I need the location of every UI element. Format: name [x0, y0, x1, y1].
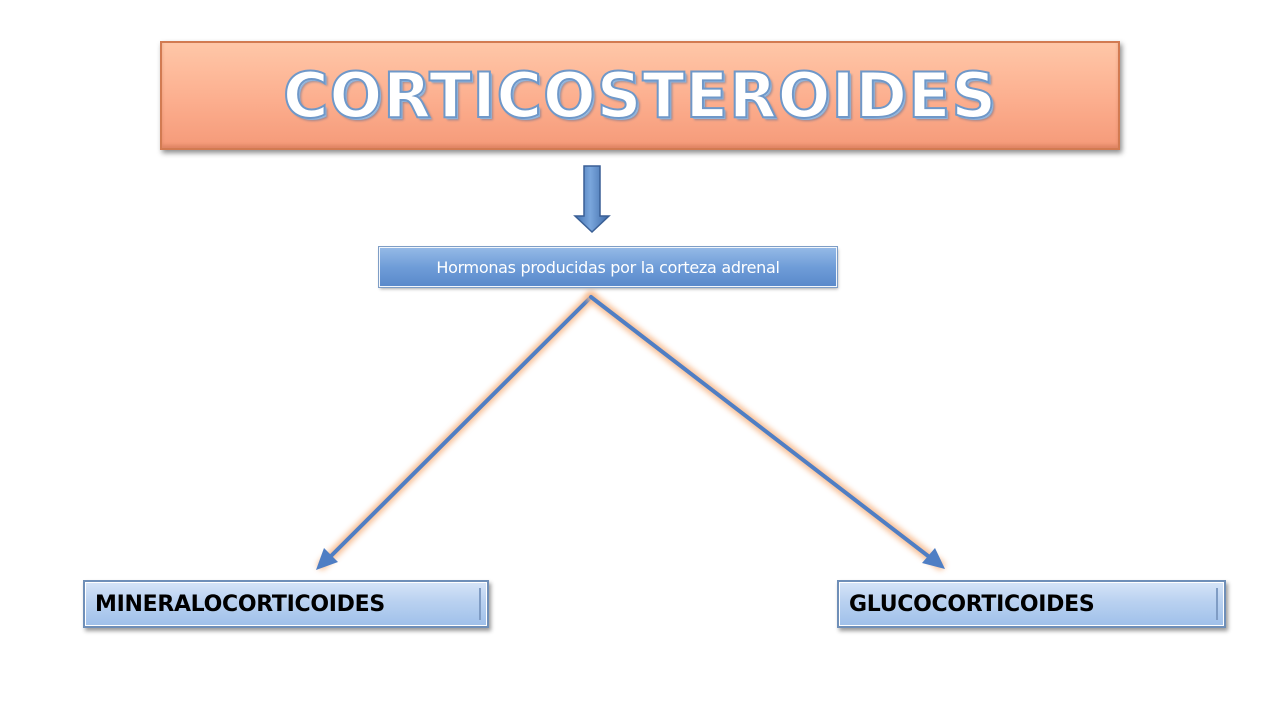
- glucocorticoides-label: GLUCOCORTICOIDES: [849, 591, 1095, 617]
- subtitle-box: Hormonas producidas por la corteza adren…: [378, 246, 838, 288]
- glucocorticoides-box: GLUCOCORTICOIDES: [837, 580, 1226, 628]
- down-arrow: [573, 165, 611, 234]
- title-box: CORTICOSTEROIDES: [160, 41, 1120, 150]
- arrow-to-mineralocorticoides: [316, 292, 596, 570]
- subtitle-text: Hormonas producidas por la corteza adren…: [436, 257, 780, 277]
- mineralocorticoides-label: MINERALOCORTICOIDES: [95, 591, 385, 617]
- mineralocorticoides-box: MINERALOCORTICOIDES: [83, 580, 489, 628]
- arrow-to-glucocorticoides: [586, 292, 945, 570]
- diagram-title: CORTICOSTEROIDES: [282, 58, 997, 132]
